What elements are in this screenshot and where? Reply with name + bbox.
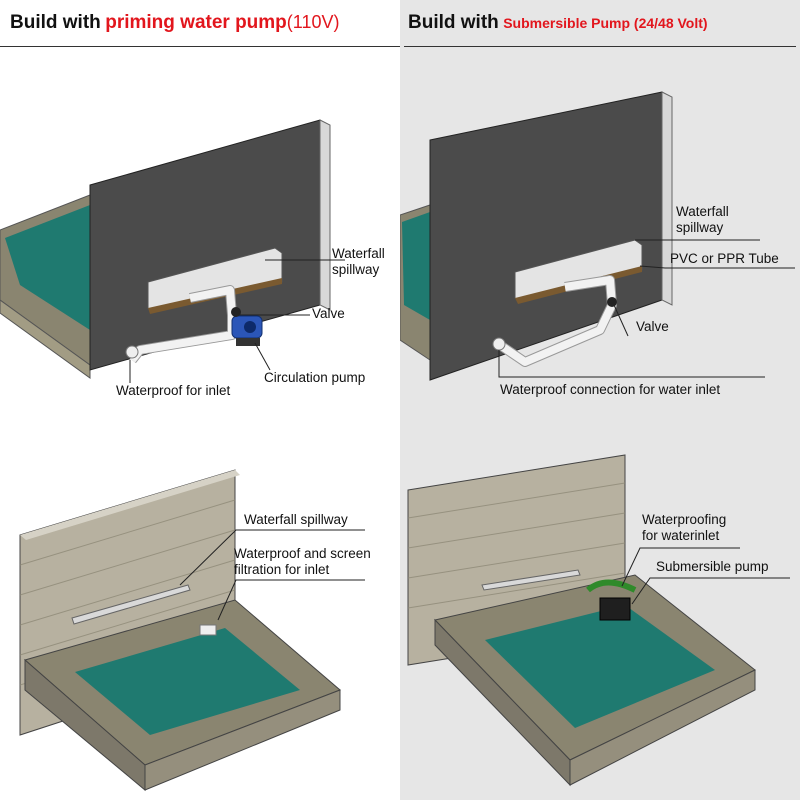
left-top-label-waterfall: Waterfall spillway bbox=[332, 246, 385, 278]
left-top-pool bbox=[0, 194, 91, 379]
left-header-highlight: priming water pump bbox=[105, 12, 287, 33]
left-top-leaders bbox=[129, 259, 345, 383]
right-panel-submersible-pump: Build with Submersible Pump (24/48 Volt) bbox=[400, 0, 800, 800]
right-top-label-tube: PVC or PPR Tube bbox=[670, 251, 779, 266]
left-top-inlet-fitting bbox=[125, 345, 139, 359]
right-bottom-label-waterproofing: Waterproofing for waterinlet bbox=[642, 512, 726, 544]
right-top-label-waterfall-line2: spillway bbox=[676, 220, 724, 235]
right-bottom-label-waterproofing-line1: Waterproofing bbox=[642, 512, 727, 527]
right-top-label-waterfall-line1: Waterfall bbox=[676, 204, 729, 219]
left-header-underline bbox=[0, 46, 400, 47]
left-bottom-inlet-filter bbox=[199, 624, 217, 636]
right-bottom-spillway bbox=[481, 569, 581, 591]
left-bottom-label-screen-line1: Waterproof and screen bbox=[234, 546, 371, 561]
right-illustrations bbox=[400, 91, 795, 787]
right-top-label-valve: Valve bbox=[636, 319, 669, 334]
left-illustrations bbox=[0, 119, 365, 792]
left-bottom-spillway bbox=[71, 584, 191, 625]
right-bottom-leaders bbox=[621, 547, 790, 605]
right-bottom-label-pump: Submersible pump bbox=[656, 559, 769, 574]
left-bottom-pool bbox=[23, 599, 341, 792]
left-header-prefix: Build with bbox=[10, 12, 101, 33]
left-top-label-valve: Valve bbox=[312, 306, 345, 321]
right-header-highlight: Submersible Pump (24/48 Volt) bbox=[503, 15, 708, 31]
right-top-label-inlet: Waterproof connection for water inlet bbox=[500, 382, 721, 397]
left-header-suffix: (110V) bbox=[286, 12, 340, 32]
right-top-inlet-fitting bbox=[492, 337, 506, 351]
right-header: Build with Submersible Pump (24/48 Volt) bbox=[408, 12, 708, 34]
left-top-label-pump: Circulation pump bbox=[264, 370, 366, 385]
right-top-dark-wall bbox=[429, 91, 673, 381]
right-bottom-submersible-pump bbox=[586, 579, 637, 621]
left-header: Build with priming water pump(110V) bbox=[10, 12, 340, 34]
right-top-leaders bbox=[498, 239, 795, 378]
left-bottom-label-screen: Waterproof and screen filtration for inl… bbox=[234, 546, 371, 578]
left-bottom-label-waterfall: Waterfall spillway bbox=[244, 512, 348, 527]
right-header-underline bbox=[404, 46, 796, 47]
left-top-dark-wall bbox=[89, 119, 331, 371]
right-top-valve-handle bbox=[607, 297, 617, 307]
right-header-prefix: Build with bbox=[408, 12, 499, 33]
left-bottom-label-screen-line2: filtration for inlet bbox=[234, 562, 330, 577]
right-top-pipes bbox=[497, 275, 617, 367]
right-top-label-waterfall: Waterfall spillway bbox=[676, 204, 729, 236]
left-top-label-waterfall-line2: spillway bbox=[332, 262, 380, 277]
left-top-label-inlet: Waterproof for inlet bbox=[116, 383, 231, 398]
left-top-label-waterfall-line1: Waterfall bbox=[332, 246, 385, 261]
left-top-pump bbox=[231, 315, 263, 346]
right-bottom-pool bbox=[434, 574, 756, 787]
right-bottom-label-waterproofing-line2: for waterinlet bbox=[642, 528, 720, 543]
right-top-pool bbox=[400, 204, 431, 361]
left-bottom-leaders bbox=[179, 529, 365, 621]
left-panel-priming-pump: Build with priming water pump(110V) bbox=[0, 12, 400, 792]
